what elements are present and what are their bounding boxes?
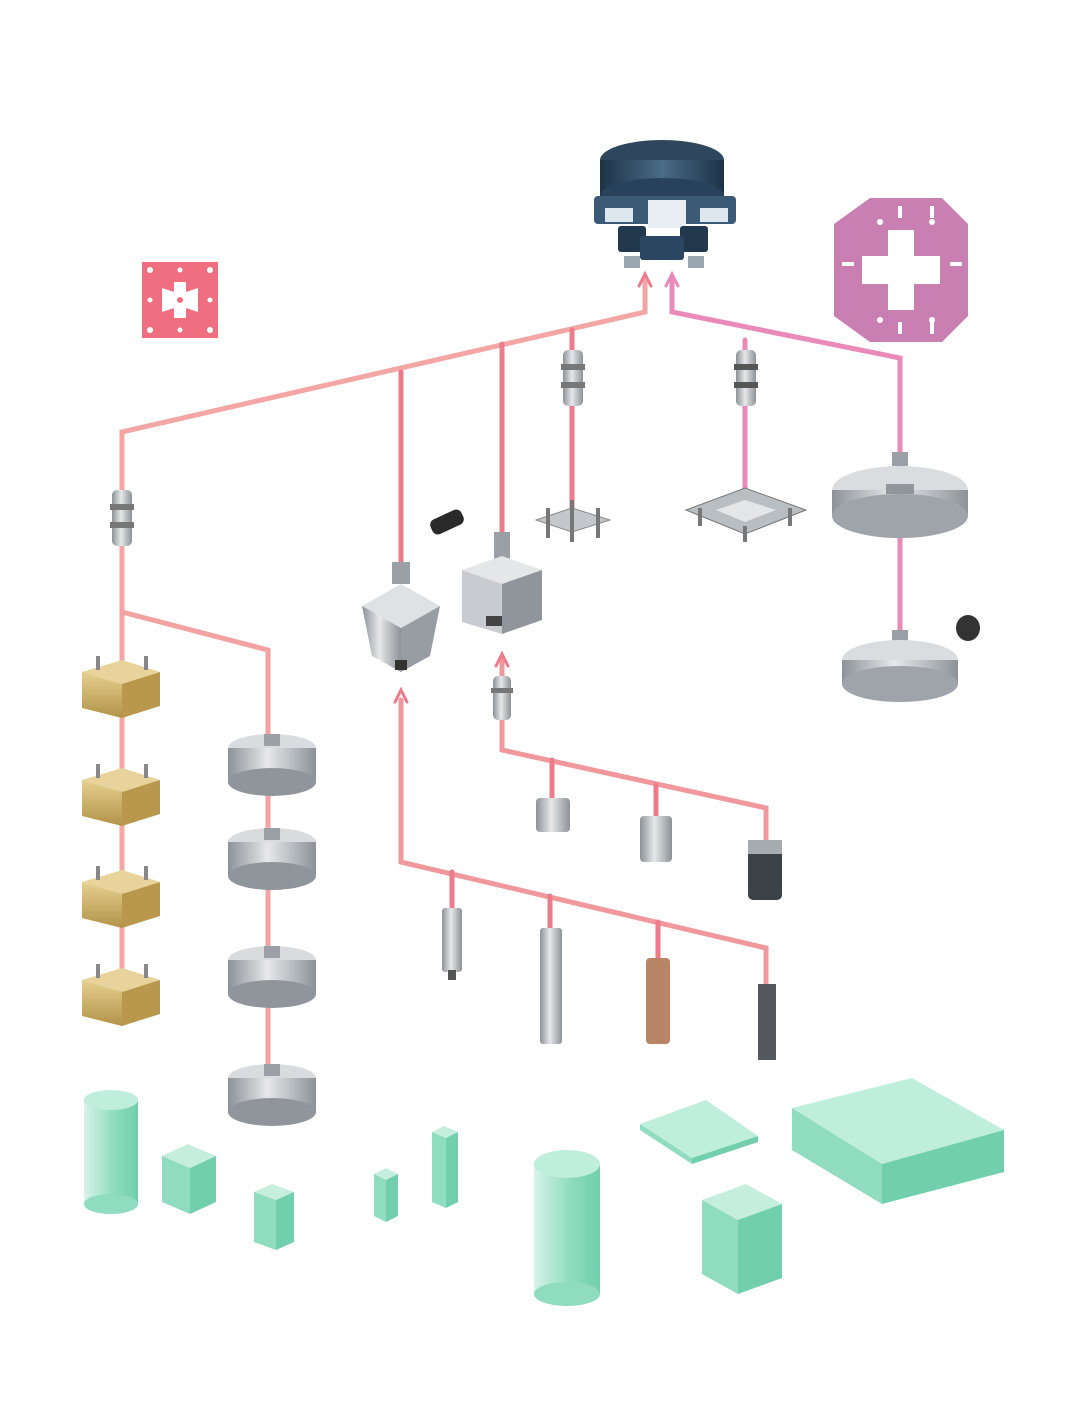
collet-icon [536,798,570,832]
cylinder-icon [534,1150,600,1306]
cap-icon [956,615,980,641]
pallet-icon [842,630,958,702]
electrode-icon [646,958,670,1044]
cube-icon [432,1126,458,1208]
pin-icon [430,509,464,535]
collets [536,798,782,900]
collet-icon [640,816,672,862]
connector-line [119,609,271,1093]
electrode-icon [758,984,776,1060]
cross-plate-icon [684,487,808,542]
cube-icon [254,1184,294,1250]
electrode-icon [442,908,462,980]
brass-holder-icon [82,656,160,718]
brass-holder-icon [82,964,160,1026]
connector-line [398,697,769,993]
coupling-icon [734,350,758,406]
round-holder-icon [228,1064,316,1126]
pallet-icon [832,452,968,538]
collet-holder-icon [362,562,440,672]
coupling-icon [110,490,134,546]
brass-holders [82,656,160,1026]
electrode-icon [540,928,562,1044]
fixture-frame-icon [534,500,612,542]
plate-icon [640,1100,758,1164]
arrow-icon [637,270,653,288]
workpieces [84,1078,1004,1306]
couplings [110,350,980,720]
collet-icon [748,840,782,900]
round-holders [228,734,316,1126]
round-holder-icon [228,946,316,1008]
octagon-pattern-icon [834,198,968,342]
pallets [832,452,968,702]
coupling-icon [561,350,585,406]
chuck-icon [594,140,736,268]
brass-holder-icon [82,866,160,928]
cylinder-icon [84,1090,138,1214]
electrodes [442,908,776,1060]
brass-holder-icon [82,764,160,826]
block-holder-icon [462,532,542,634]
cube-icon [374,1168,398,1222]
arrow-icon [494,650,510,668]
plate-icon [792,1078,1004,1204]
arrow-icon [664,270,680,288]
arrow-icon [393,686,409,704]
connector-line [669,275,903,463]
coupling-icon [491,676,513,720]
cube-icon [702,1184,782,1294]
square-pattern-icon [142,262,218,338]
cube-icon [162,1144,216,1214]
middle-parts [362,487,808,672]
round-holder-icon [228,828,316,890]
round-holder-icon [228,734,316,796]
